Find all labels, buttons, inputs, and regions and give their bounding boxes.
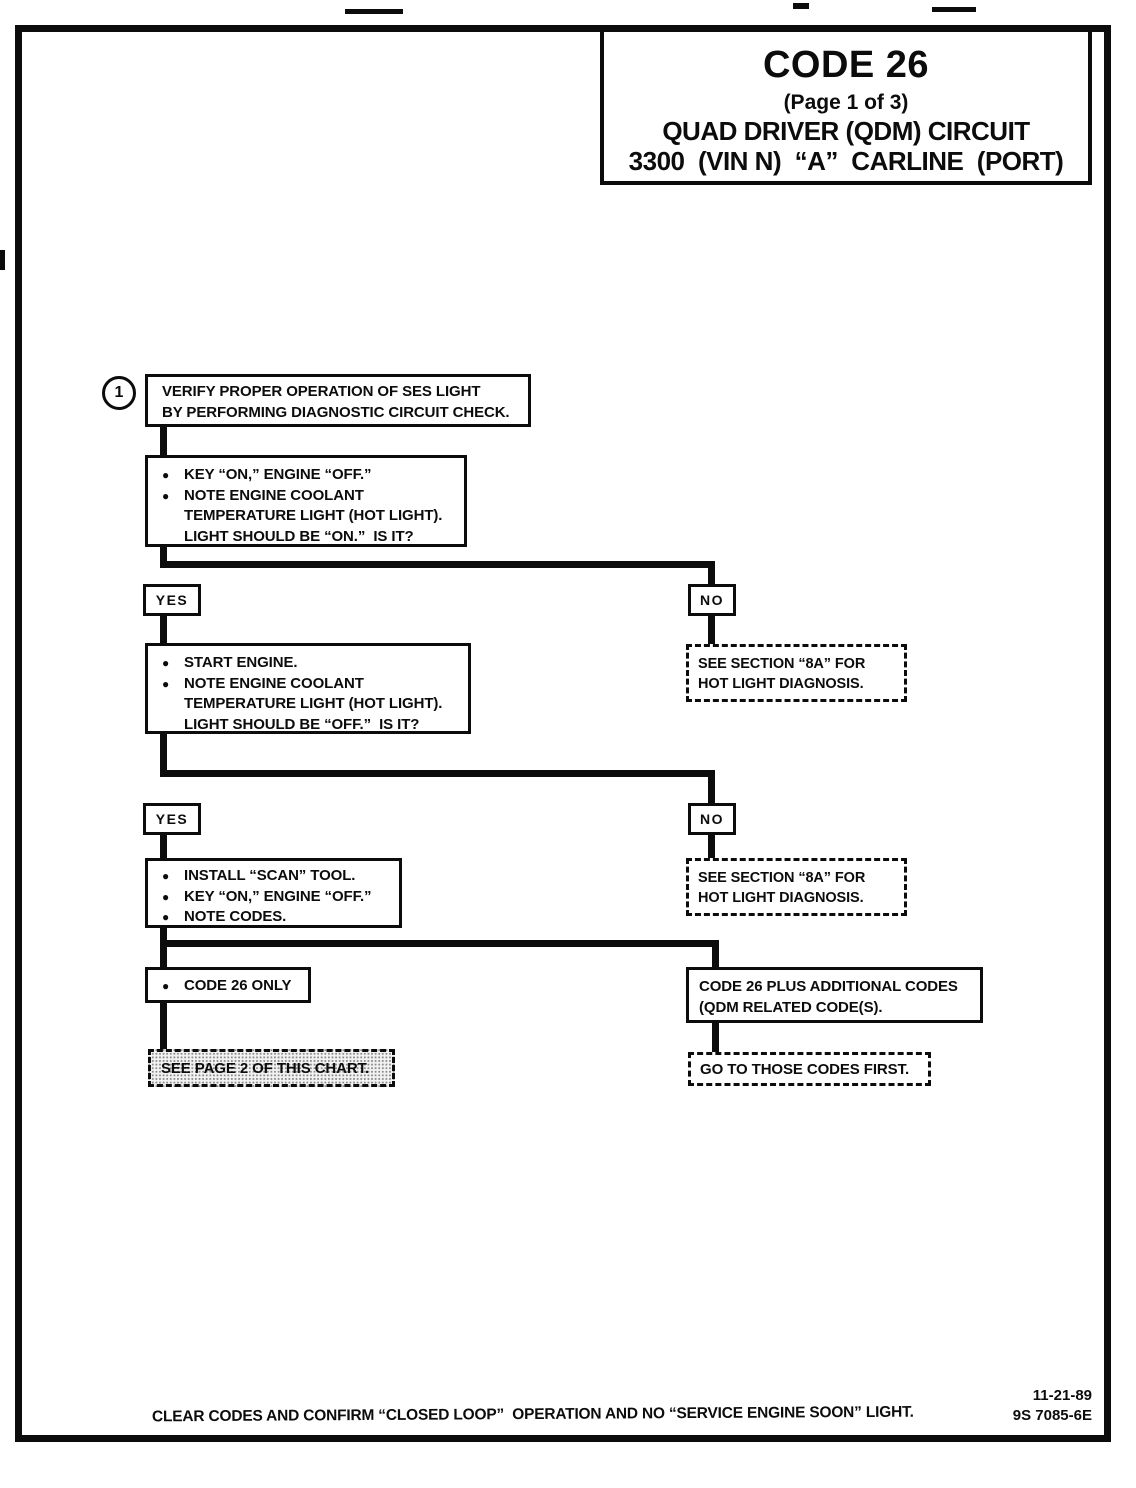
section8a2-line-1: SEE SECTION “8A” FOR — [698, 870, 866, 886]
section8a1-line-2: HOT LIGHT DIAGNOSIS. — [698, 676, 864, 692]
connector-startengine-down — [160, 734, 167, 777]
title-circuit: QUAD DRIVER (QDM) CIRCUIT — [662, 116, 1030, 146]
section-8a-box-1: SEE SECTION “8A” FOR HOT LIGHT DIAGNOSIS… — [686, 644, 907, 702]
bullet-icon: ● — [162, 676, 170, 691]
see-page2-box: SEE PAGE 2 OF THIS CHART. — [148, 1049, 395, 1087]
keyon-bullet-2-line-1: NOTE ENGINE COOLANT — [184, 486, 364, 504]
startengine-bullet-1: START ENGINE. — [184, 654, 298, 671]
connector-verify-to-keyon — [160, 426, 167, 456]
verify-ses-box: VERIFY PROPER OPERATION OF SES LIGHT BY … — [145, 374, 531, 427]
no-box-2: NO — [688, 803, 736, 835]
section-8a-box-2: SEE SECTION “8A” FOR HOT LIGHT DIAGNOSIS… — [686, 858, 907, 916]
bullet-icon: ● — [162, 910, 170, 924]
connector-branch2-horizontal — [160, 770, 715, 777]
keyon-bullet-1: KEY “ON,” ENGINE “OFF.” — [184, 466, 372, 483]
bullet-icon: ● — [162, 869, 170, 883]
bullet-icon: ● — [162, 979, 170, 993]
code26-plus-line-1: CODE 26 PLUS ADDITIONAL CODES — [699, 978, 958, 995]
scantool-bullet-2: KEY “ON,” ENGINE “OFF.” — [184, 887, 372, 905]
see-page2-label: SEE PAGE 2 OF THIS CHART. — [161, 1060, 370, 1077]
connector-branch3-horizontal — [160, 940, 719, 947]
step-number-circle: 1 — [102, 376, 136, 410]
connector-no2-down — [708, 835, 715, 860]
no-label-2: NO — [700, 811, 724, 827]
connector-no1-down — [708, 616, 715, 645]
start-engine-box: ● START ENGINE. ● NOTE ENGINE COOLANT TE… — [145, 643, 471, 734]
yes-label-2: YES — [155, 811, 189, 827]
keyon-bullet-2-line-2: TEMPERATURE LIGHT (HOT LIGHT). — [184, 507, 443, 524]
scan-artifact — [932, 7, 976, 12]
connector-yes2-down — [160, 835, 167, 860]
go-to-codes-box: GO TO THOSE CODES FIRST. — [688, 1052, 931, 1086]
title-carline: 3300 (VIN N) “A” CARLINE (PORT) — [628, 146, 1064, 176]
code26-only-label: CODE 26 ONLY — [184, 977, 292, 994]
connector-yes1-down — [160, 616, 167, 645]
code26-plus-line-2: (QDM RELATED CODE(S). — [699, 998, 883, 1016]
startengine-bullet-2-line-2: TEMPERATURE LIGHT (HOT LIGHT). — [184, 695, 443, 712]
bullet-icon: ● — [162, 656, 170, 670]
footer-date: 11-21-89 — [1032, 1387, 1092, 1404]
bullet-icon: ● — [162, 889, 170, 904]
connector-branch1-no-drop — [708, 561, 715, 585]
no-label-1: NO — [700, 592, 724, 608]
connector-code26only-down — [160, 1003, 167, 1050]
connector-keyon-down — [160, 546, 167, 568]
keyon-bullet-2-line-3: LIGHT SHOULD BE “ON.” IS IT? — [184, 527, 414, 545]
startengine-bullet-2-line-3: LIGHT SHOULD BE “OFF.” IS IT? — [184, 715, 420, 733]
connector-branch2-no-drop — [708, 770, 715, 803]
verify-line-1: VERIFY PROPER OPERATION OF SES LIGHT — [162, 383, 481, 400]
section8a1-line-1: SEE SECTION “8A” FOR — [698, 656, 866, 672]
verify-line-2: BY PERFORMING DIAGNOSTIC CIRCUIT CHECK. — [162, 403, 510, 421]
bullet-icon: ● — [162, 488, 170, 503]
code26-plus-box: CODE 26 PLUS ADDITIONAL CODES (QDM RELAT… — [686, 967, 983, 1023]
title-page-indicator: (Page 1 of 3) — [783, 91, 909, 114]
yes-box-1: YES — [143, 584, 201, 616]
footer-doc-number: 9S 7085-6E — [1012, 1407, 1092, 1424]
scan-tool-box: ● INSTALL “SCAN” TOOL. ● KEY “ON,” ENGIN… — [145, 858, 402, 928]
connector-scantool-down — [160, 928, 167, 968]
no-box-1: NO — [688, 584, 736, 616]
title-code: CODE 26 — [762, 44, 930, 86]
scan-artifact — [345, 9, 403, 14]
title-box: CODE 26 (Page 1 of 3) QUAD DRIVER (QDM) … — [600, 28, 1092, 185]
connector-branch3-right-drop — [712, 940, 719, 968]
footer-revision-block: 11-21-89 9S 7085-6E — [980, 1386, 1092, 1426]
page-frame — [15, 25, 1111, 1442]
connector-code26plus-down — [712, 1023, 719, 1053]
startengine-bullet-2-line-1: NOTE ENGINE COOLANT — [184, 674, 364, 692]
code26-only-box: ● CODE 26 ONLY — [145, 967, 311, 1003]
section8a2-line-2: HOT LIGHT DIAGNOSIS. — [698, 890, 864, 906]
scan-artifact — [793, 3, 809, 9]
step-number: 1 — [114, 384, 124, 401]
scan-artifact — [0, 250, 5, 270]
scantool-bullet-3: NOTE CODES. — [184, 908, 287, 925]
yes-label-1: YES — [155, 592, 189, 608]
scantool-bullet-1: INSTALL “SCAN” TOOL. — [184, 867, 356, 884]
yes-box-2: YES — [143, 803, 201, 835]
go-to-codes-label: GO TO THOSE CODES FIRST. — [700, 1061, 910, 1078]
key-on-box: ● KEY “ON,” ENGINE “OFF.” ● NOTE ENGINE … — [145, 455, 467, 547]
connector-branch1-horizontal — [160, 561, 715, 568]
bullet-icon: ● — [162, 468, 170, 482]
